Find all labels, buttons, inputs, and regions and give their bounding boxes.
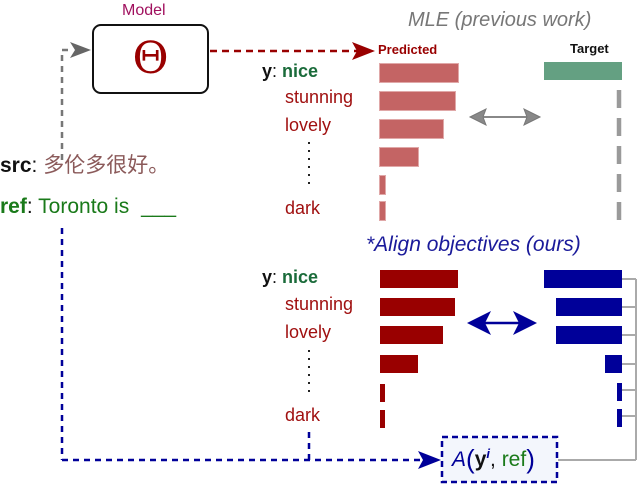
- scorer-arg-ref: ref: [501, 448, 527, 471]
- ref-separator: :: [26, 195, 33, 218]
- aligned-target-bar-lovely: [556, 326, 622, 344]
- scorer-box-border: [440, 435, 559, 484]
- ref-to-scorer-connector: [60, 228, 441, 469]
- token-stunning: stunning: [285, 294, 354, 314]
- src-to-model-connector: [60, 42, 91, 160]
- src-separator: :: [31, 154, 38, 177]
- aligned-target-bar-nice: [544, 270, 622, 288]
- aligned-target-bar-4: [605, 355, 622, 373]
- open-paren: (: [466, 444, 475, 474]
- ref-blank: ___: [141, 195, 177, 218]
- aligned-target-bar-5: [617, 383, 622, 401]
- aligned-predicted-bar-nice: [380, 270, 458, 288]
- mle-y-row: y: nice: [262, 62, 318, 80]
- token-stunning: stunning: [285, 87, 354, 107]
- mle-predicted-bar-dark: [380, 202, 385, 220]
- y-separator: :: [272, 267, 278, 287]
- close-paren: ): [526, 444, 535, 474]
- scorer-function: A(yi, ref): [452, 446, 535, 472]
- mle-target-bar-nice: [544, 62, 622, 80]
- src-line: src: 多伦多很好。: [0, 155, 169, 176]
- scorer-arg-sup: i: [486, 446, 490, 461]
- y-label: y: [262, 267, 273, 287]
- aligned-predicted-bar-5: [380, 384, 385, 402]
- scorer-to-target-bracket: [558, 278, 637, 461]
- aligned-title: *Align objectives (ours): [366, 233, 581, 256]
- ref-line: ref: Toronto is ___: [0, 196, 176, 217]
- aligned-predicted-bar-lovely: [380, 326, 443, 344]
- scorer-arg-y: y: [474, 448, 487, 471]
- src-label: src: [0, 154, 32, 177]
- token-dark: dark: [285, 405, 321, 425]
- y-separator: :: [272, 61, 278, 81]
- token-nice: nice: [282, 61, 319, 81]
- token-lovely: lovely: [285, 322, 332, 342]
- aligned-compare-arrow: [467, 311, 537, 335]
- token-nice: nice: [282, 267, 319, 287]
- mle-title: MLE (previous work): [408, 9, 592, 31]
- mle-predicted-bar-nice: [380, 64, 458, 82]
- ref-label: ref: [0, 195, 27, 218]
- predicted-header: Predicted: [378, 42, 438, 57]
- mle-predicted-bar-4: [380, 148, 418, 166]
- model-label: Model: [122, 2, 166, 19]
- mle-predicted-bar-stunning: [380, 92, 455, 110]
- mle-compare-arrow: [468, 107, 542, 127]
- src-text: 多伦多很好。: [43, 154, 170, 177]
- scorer-sep: ,: [490, 448, 496, 471]
- aligned-target-bar-stunning: [556, 298, 622, 316]
- target-header: Target: [570, 41, 609, 56]
- mle-predicted-bar-lovely: [380, 120, 443, 138]
- scorer-func-name: A: [452, 448, 467, 471]
- model-box[interactable]: Θ: [92, 24, 209, 94]
- token-dark: dark: [285, 198, 321, 218]
- mle-predicted-bar-5: [380, 176, 385, 194]
- model-to-predicted-connector: [210, 42, 375, 60]
- ref-text: Toronto is: [38, 195, 130, 218]
- aligned-predicted-bar-stunning: [380, 298, 455, 316]
- aligned-predicted-bar-4: [380, 355, 418, 373]
- y-label: y: [262, 61, 273, 81]
- theta-icon: Θ: [132, 33, 169, 84]
- aligned-y-row: y: nice: [262, 268, 318, 286]
- aligned-predicted-bar-dark: [380, 410, 385, 428]
- token-lovely: lovely: [285, 115, 332, 135]
- aligned-target-bar-dark: [617, 409, 622, 427]
